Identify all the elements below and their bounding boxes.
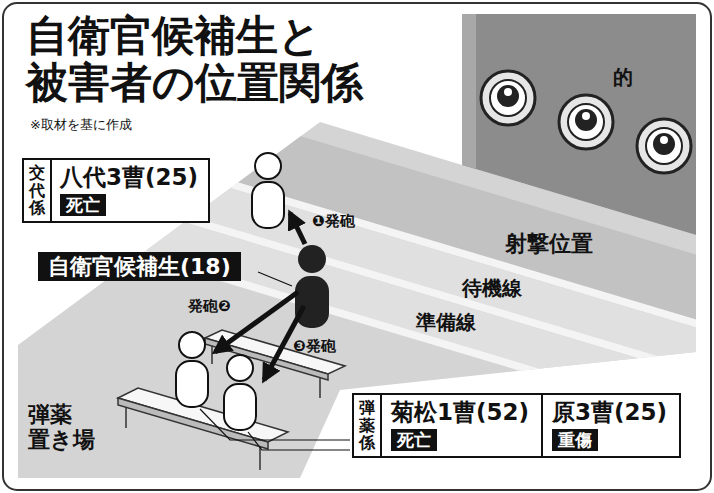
zone-label: 射撃位置: [505, 231, 593, 256]
name-text: 自衛官候補生(18): [48, 254, 231, 279]
zone-label: 準備線: [416, 311, 476, 334]
zone-label: 待機線: [462, 277, 522, 300]
status-text: 死亡: [391, 429, 437, 451]
area-label: 弾薬 置き場: [28, 402, 124, 453]
box-body: 八代3曹(25) 死亡: [52, 160, 208, 221]
back-wall: [462, 14, 696, 235]
victim-cell: 原3曹(25) 重傷: [541, 395, 679, 456]
status-text: 死亡: [60, 194, 106, 216]
name-text: 八代3曹(25): [60, 164, 198, 190]
status-badge: 死亡: [391, 429, 437, 451]
ammo-duty-box: 弾薬係菊松1曹(52) 死亡 原3曹(25) 重傷: [352, 393, 681, 458]
title: 自衛官候補生と 被害者の位置関係: [26, 12, 436, 106]
status-text: 重傷: [552, 429, 598, 451]
vertical-heading: 交代係: [24, 160, 52, 221]
victim-cell: 菊松1曹(52) 死亡: [382, 395, 541, 456]
callout-number: 発砲❷: [188, 298, 231, 315]
status-badge: 死亡: [60, 194, 106, 216]
status-badge: 重傷: [552, 429, 598, 451]
callout-number: ❸発砲: [293, 338, 336, 355]
callout-number: ❶発砲: [312, 213, 355, 230]
targets: [481, 71, 691, 173]
vertical-heading: 弾薬係: [354, 395, 382, 456]
name-text: 原3曹(25): [552, 399, 667, 425]
target-label: 的: [613, 66, 633, 89]
frame: [3, 3, 711, 490]
shooter-label: 自衛官候補生(18): [38, 252, 241, 281]
name-text: 菊松1曹(52): [391, 399, 529, 425]
note: ※取材を基に作成: [30, 118, 132, 133]
shot-arrows: [215, 213, 305, 380]
duty-box: 交代係八代3曹(25) 死亡: [22, 158, 210, 223]
box-body: 菊松1曹(52) 死亡 原3曹(25) 重傷: [382, 395, 679, 456]
benches: [118, 330, 345, 470]
